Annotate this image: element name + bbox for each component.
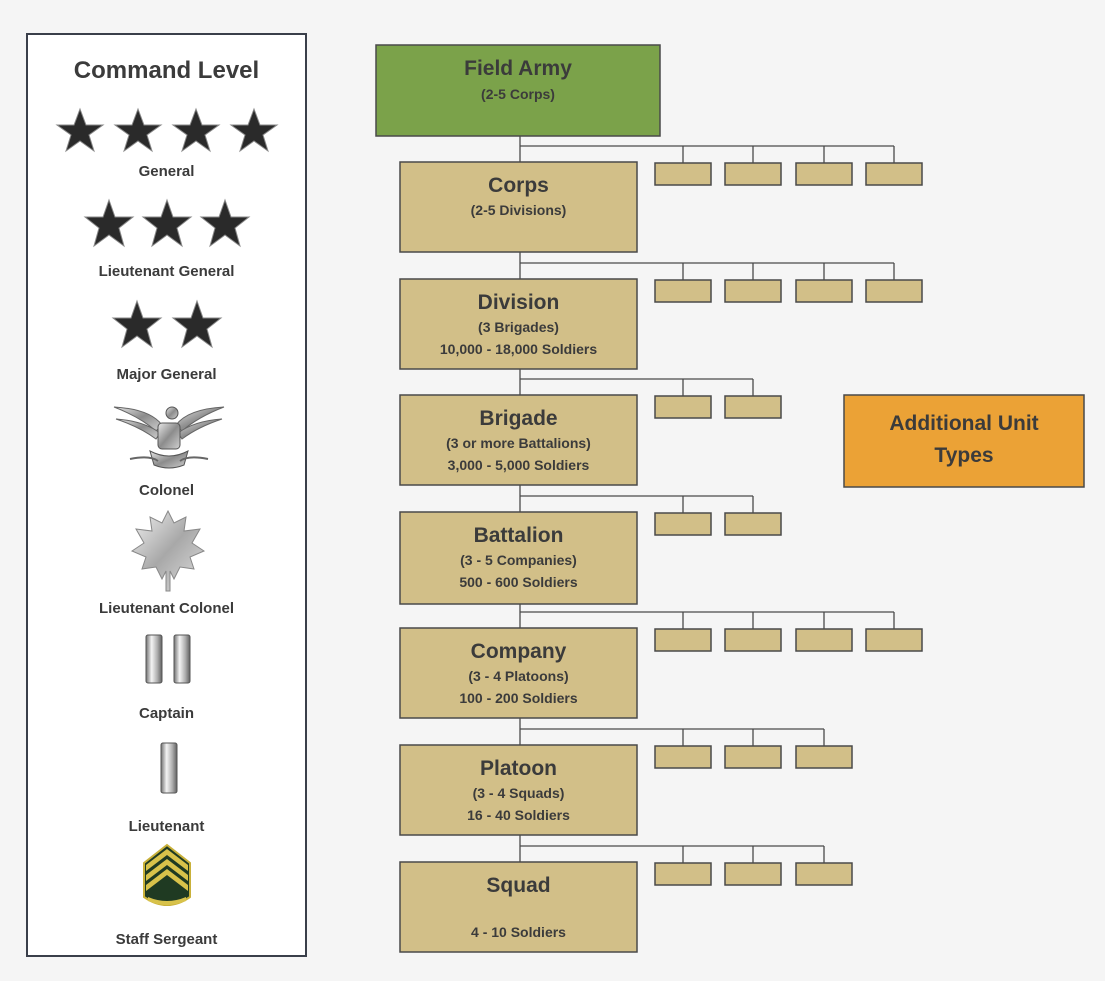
sub-unit-box — [654, 628, 712, 652]
rank-lieutenant-colonel-label: Lieutenant Colonel — [99, 600, 234, 617]
unit-detail-line: (2-5 Divisions) — [471, 202, 567, 218]
unit-box-company: Company (3 - 4 Platoons) 100 - 200 Soldier… — [399, 627, 638, 719]
sub-unit-box — [865, 279, 923, 303]
unit-name: Battalion — [474, 524, 564, 547]
unit-detail-line: 3,000 - 5,000 Soldiers — [448, 457, 590, 473]
unit-detail-line: 10,000 - 18,000 Soldiers — [440, 341, 597, 357]
unit-box-division: Division (3 Brigades) 10,000 - 18,000 Sold… — [399, 278, 638, 370]
sub-unit-box — [795, 628, 853, 652]
unit-detail-line: (3 or more Battalions) — [446, 435, 591, 451]
additional-unit-types-line1: Additional Unit — [889, 412, 1038, 435]
rank-major-general-label: Major General — [116, 366, 217, 383]
unit-detail-line: 500 - 600 Soldiers — [459, 574, 578, 590]
four-stars-icon — [55, 107, 279, 153]
sub-unit-box — [795, 279, 853, 303]
two-stars-icon — [111, 299, 223, 349]
sub-unit-box — [724, 512, 782, 536]
sub-unit-box — [654, 162, 712, 186]
unit-box-field-army: Field Army (2-5 Corps) — [375, 44, 661, 137]
unit-box-squad: Squad 4 - 10 Soldiers — [399, 861, 638, 953]
unit-box-battalion: Battalion (3 - 5 Companies) 500 - 600 Sold… — [399, 511, 638, 605]
unit-name: Corps — [488, 174, 549, 197]
unit-name: Squad — [486, 874, 550, 897]
sub-unit-box — [654, 512, 712, 536]
chevrons-icon — [143, 843, 191, 906]
sub-unit-box — [795, 862, 853, 886]
command-level-panel: Command Level General Lieutenant General… — [26, 33, 307, 957]
unit-box-corps: Corps (2-5 Divisions) — [399, 161, 638, 253]
unit-name: Division — [478, 291, 560, 314]
rank-lieutenant-general-label: Lieutenant General — [98, 263, 235, 280]
sub-unit-box — [795, 745, 853, 769]
sub-unit-box — [724, 395, 782, 419]
rank-general-label: General — [138, 163, 195, 180]
unit-detail-line: (3 - 4 Platoons) — [468, 668, 568, 684]
unit-detail-line: 4 - 10 Soldiers — [471, 924, 566, 940]
sub-unit-box — [654, 395, 712, 419]
additional-unit-types-box: Additional Unit Types — [843, 394, 1085, 488]
sub-unit-box — [724, 162, 782, 186]
two-bars-icon — [145, 634, 191, 684]
sub-unit-box — [865, 628, 923, 652]
unit-name: Brigade — [479, 407, 557, 430]
sub-unit-box — [724, 279, 782, 303]
unit-box-brigade: Brigade (3 or more Battalions) 3,000 - 5,0… — [399, 394, 638, 486]
sub-unit-box — [865, 162, 923, 186]
unit-detail-line: (3 - 4 Squads) — [473, 785, 565, 801]
single-bar-icon — [160, 742, 178, 794]
eagle-icon — [113, 406, 225, 469]
rank-lieutenant-label: Lieutenant — [128, 818, 205, 835]
rank-captain-label: Captain — [138, 705, 194, 722]
sub-unit-box — [795, 162, 853, 186]
unit-detail-line: 100 - 200 Soldiers — [459, 690, 578, 706]
sub-unit-box — [724, 745, 782, 769]
unit-detail-line: (3 - 5 Companies) — [460, 552, 577, 568]
additional-unit-types-line2: Types — [934, 444, 993, 467]
three-stars-icon — [83, 198, 251, 248]
unit-name: Company — [471, 640, 567, 663]
oak-leaf-icon — [130, 509, 206, 592]
sub-unit-box — [654, 279, 712, 303]
connector-lines — [519, 136, 895, 863]
sub-unit-box — [654, 745, 712, 769]
unit-box-platoon: Platoon (3 - 4 Squads) 16 - 40 Soldiers — [399, 744, 638, 836]
rank-colonel-label: Colonel — [139, 482, 194, 499]
sub-unit-box — [724, 862, 782, 886]
sub-unit-box — [654, 862, 712, 886]
unit-name: Platoon — [480, 757, 557, 780]
unit-name: Field Army — [464, 57, 572, 80]
command-level-title: Command Level — [73, 57, 260, 84]
unit-detail-line: 16 - 40 Soldiers — [467, 807, 570, 823]
sub-unit-box — [724, 628, 782, 652]
rank-staff-sergeant-label: Staff Sergeant — [115, 931, 218, 948]
unit-detail-line: (2-5 Corps) — [481, 86, 555, 102]
unit-detail-line: (3 Brigades) — [478, 319, 559, 335]
